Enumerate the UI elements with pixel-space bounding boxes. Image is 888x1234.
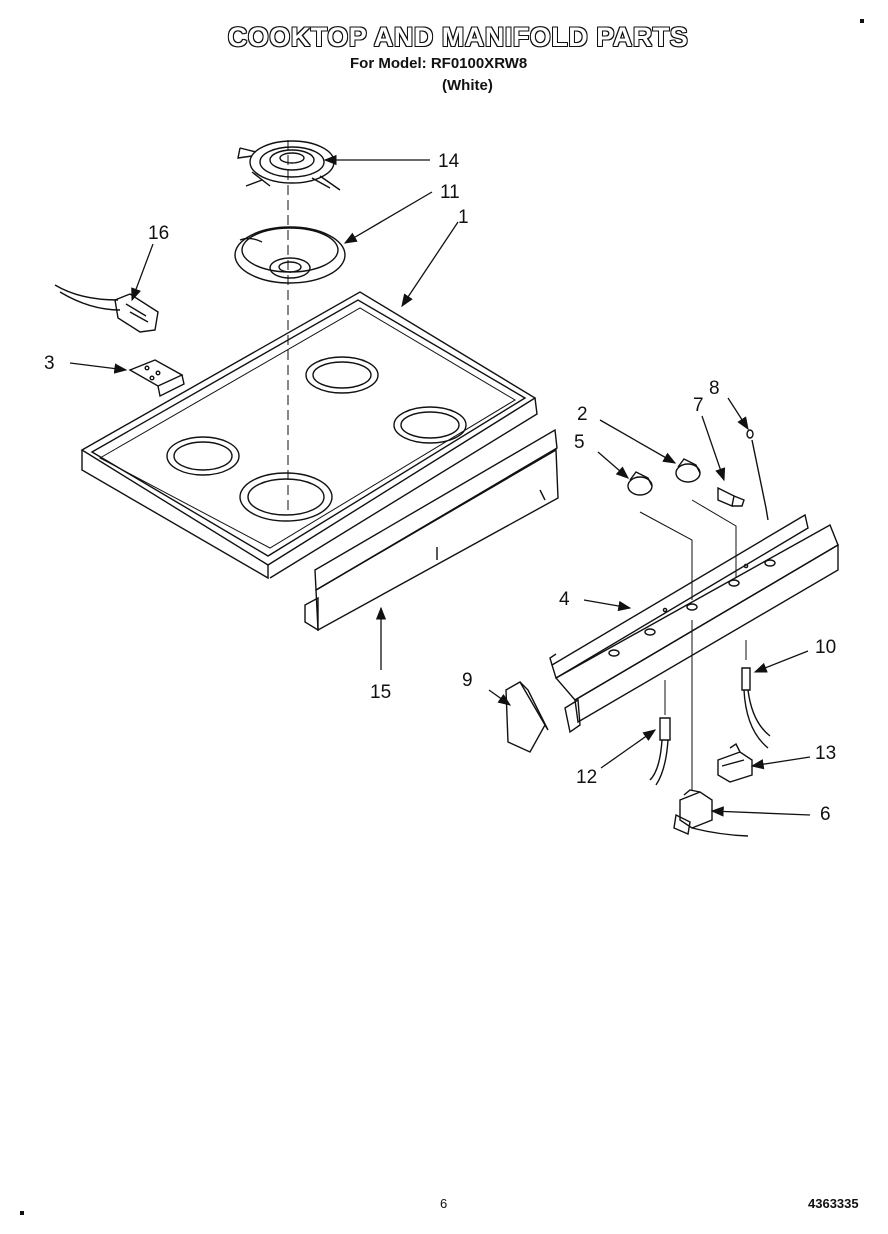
callout-5: 5 (574, 432, 585, 453)
terminal-wire-part (741, 667, 771, 749)
drip-bowl-part (234, 226, 346, 284)
callout-7: 7 (693, 395, 704, 416)
panel-part (304, 428, 559, 632)
registration-mark (860, 19, 864, 23)
callout-8: 8 (709, 378, 720, 399)
callout-13: 13 (815, 743, 836, 764)
leader-arrows (69, 154, 811, 817)
wire-connector-part (54, 284, 159, 333)
bracket-part (128, 359, 185, 398)
callout-15: 15 (370, 682, 391, 703)
registration-mark (20, 1211, 24, 1215)
callout-1: 1 (458, 207, 469, 228)
callout-2: 2 (577, 404, 588, 425)
callout-14: 14 (438, 151, 460, 172)
surface-element-part (237, 140, 341, 191)
valve-part (717, 742, 753, 783)
switch-part (673, 789, 749, 837)
model-line: For Model: RF0100XRW8 (350, 55, 528, 72)
orifice-part (717, 486, 745, 507)
callout-10: 10 (815, 637, 836, 658)
callout-16: 16 (148, 223, 169, 244)
color-line: (White) (442, 77, 493, 94)
manifold-part (549, 513, 839, 734)
callout-11: 11 (440, 182, 460, 203)
callout-6: 6 (820, 804, 831, 825)
diagram-title: COOKTOP AND MANIFOLD PARTS (227, 22, 689, 52)
knob-part (627, 458, 701, 496)
callout-4: 4 (559, 589, 570, 610)
end-cap-part (505, 681, 549, 753)
callout-9: 9 (462, 670, 473, 691)
callout-3: 3 (44, 353, 55, 374)
pin-part (746, 429, 769, 521)
page-number: 6 (440, 1196, 448, 1211)
document-number: 4363335 (808, 1196, 859, 1211)
cooktop-part (80, 291, 538, 580)
terminal-wire-part (649, 717, 671, 786)
callout-12: 12 (576, 767, 597, 788)
